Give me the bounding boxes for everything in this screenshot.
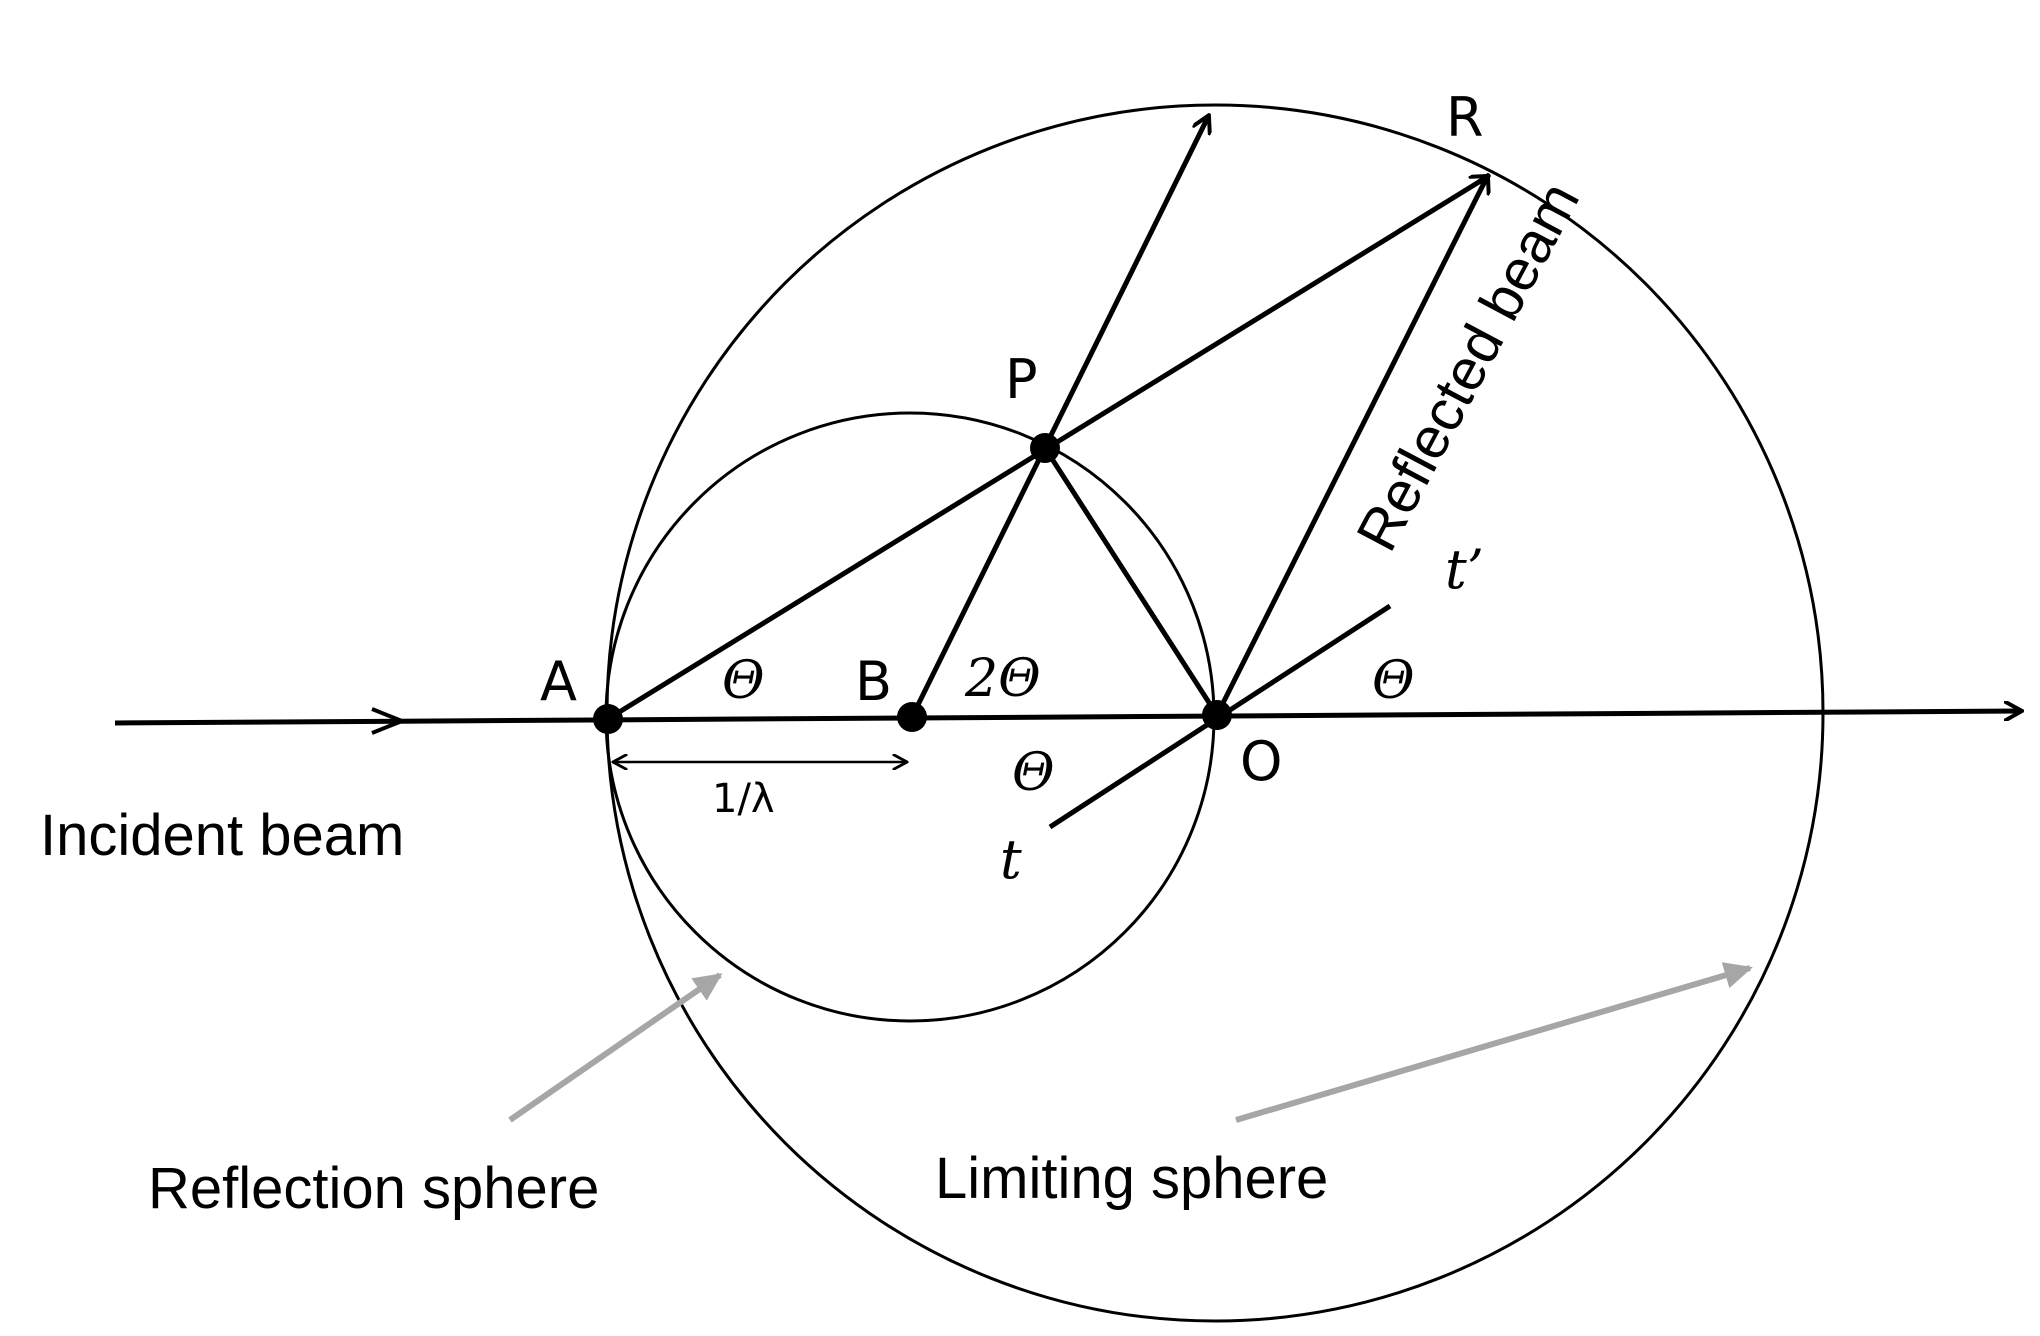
point-O-label: O <box>1240 730 1283 793</box>
angle-theta-A-label: Θ <box>722 651 765 711</box>
incident-beam-caption: Incident beam <box>40 803 404 868</box>
angle-two-theta-B-label: 2Θ <box>964 649 1041 709</box>
point-P-dot <box>1030 433 1060 463</box>
tangent-t-label: t <box>1000 828 1022 891</box>
radius-label: 1/λ <box>712 776 775 822</box>
angle-theta-below-label: Θ <box>1012 743 1055 803</box>
point-R-label: R <box>1446 86 1484 149</box>
reflected-beam-line <box>1214 177 1487 717</box>
reflection-sphere-pointer-arrow <box>508 972 723 1123</box>
limiting-sphere-pointer-arrow <box>1235 962 1753 1123</box>
point-A-dot <box>593 704 623 734</box>
point-P-label: P <box>1005 348 1038 411</box>
limiting-sphere-caption: Limiting sphere <box>935 1146 1328 1211</box>
point-O-dot <box>1202 700 1232 730</box>
point-B-dot <box>897 702 927 732</box>
reflection-sphere-caption: Reflection sphere <box>148 1156 599 1221</box>
incident-direction-arrow <box>371 707 408 735</box>
line-P-to-O <box>1042 446 1220 717</box>
point-B-label: B <box>855 650 892 713</box>
point-A-label: A <box>540 650 577 713</box>
tangent-t-prime-label: t’ <box>1445 538 1484 601</box>
reflected-beam-caption: Reflected beam <box>1344 172 1592 561</box>
incident-beam-line <box>114 711 2020 726</box>
angle-theta-O-label: Θ <box>1372 651 1415 711</box>
line-B-through-P <box>909 117 1208 719</box>
